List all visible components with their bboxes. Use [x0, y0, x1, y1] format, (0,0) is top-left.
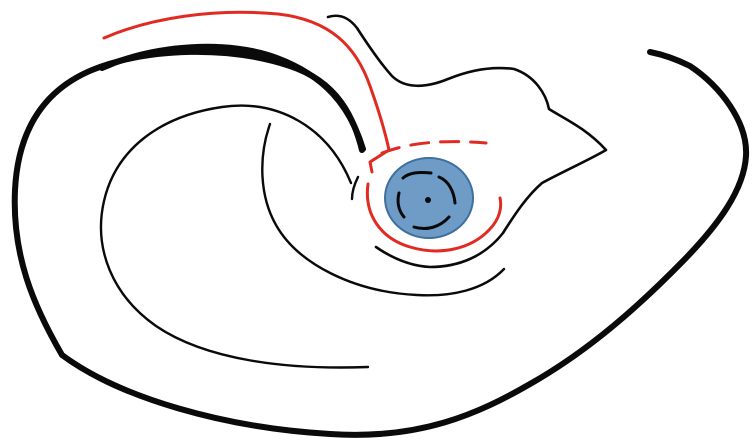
lower-crease — [352, 177, 358, 199]
upper-thick-curve — [102, 47, 363, 149]
red-ring-dashed — [382, 142, 486, 153]
outer-thick-contour — [15, 52, 746, 435]
center-dot — [425, 197, 431, 203]
upper-flap-outline — [328, 16, 606, 267]
inner-loop-contour — [101, 106, 368, 368]
upper-red-contour — [104, 12, 389, 172]
